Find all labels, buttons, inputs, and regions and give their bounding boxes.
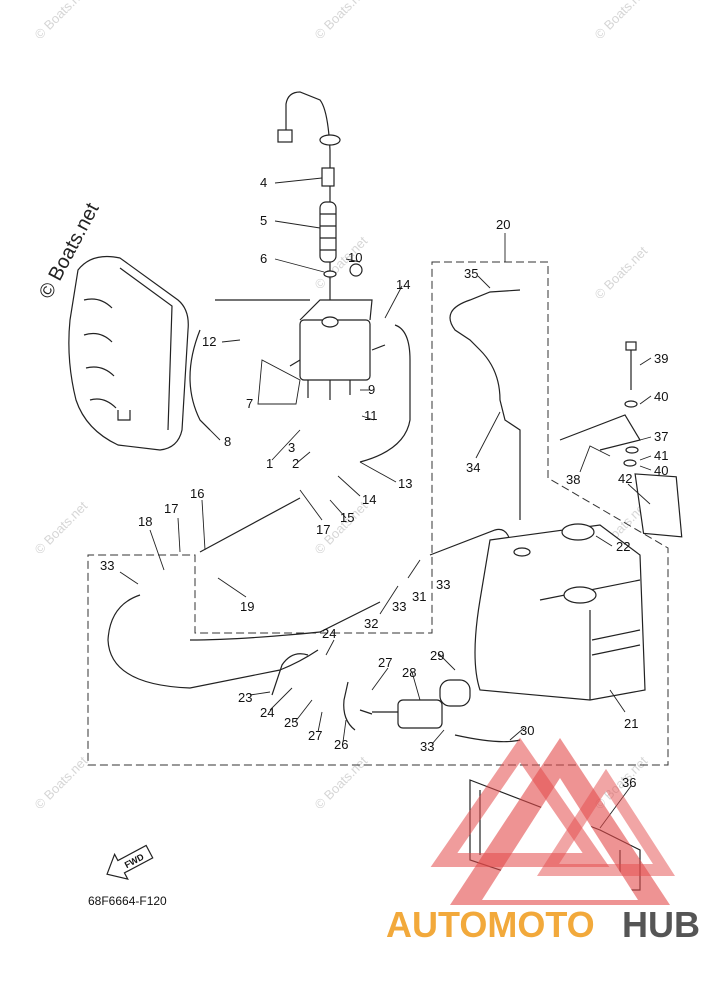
hose-26	[343, 681, 356, 731]
part-code: 68F6664-F120	[88, 894, 167, 908]
callout-10: 10	[348, 250, 362, 265]
wire-35	[449, 289, 521, 520]
callout-29: 29	[430, 648, 444, 663]
callout-41: 41	[654, 448, 668, 463]
callout-33d: 33	[420, 739, 434, 754]
callout-3: 3	[288, 440, 295, 455]
callout-5: 5	[260, 213, 267, 228]
callout-9: 9	[368, 382, 375, 397]
callout-24a: 24	[322, 626, 336, 641]
callouts: 4 5 6 10 14 12 7 8 9 11 3 1 2 13 14 15 1…	[100, 175, 668, 790]
callout-28: 28	[402, 665, 416, 680]
callout-33a: 33	[100, 558, 114, 573]
callout-37: 37	[654, 429, 668, 444]
callout-35: 35	[464, 266, 478, 281]
fuel-pump	[359, 679, 471, 729]
callout-22: 22	[616, 539, 630, 554]
callout-33b: 33	[436, 577, 450, 592]
watermark: © Boats.net	[312, 0, 371, 42]
callout-40b: 40	[654, 463, 668, 478]
watermark: © Boats.net	[32, 498, 91, 557]
leader-lines	[119, 177, 652, 829]
callout-13: 13	[398, 476, 412, 491]
watermark: © Boats.net	[592, 0, 651, 42]
callout-27b: 27	[308, 728, 322, 743]
callout-23: 23	[238, 690, 252, 705]
callout-14b: 14	[362, 492, 376, 507]
callout-17: 17	[164, 501, 178, 516]
callout-39: 39	[654, 351, 668, 366]
engine-cover	[68, 255, 189, 451]
callout-33c: 33	[392, 599, 406, 614]
hose-33	[107, 594, 319, 689]
callout-4: 4	[260, 175, 267, 190]
hose-8	[189, 299, 310, 431]
watermark: © Boats.net	[312, 753, 371, 812]
callout-21: 21	[624, 716, 638, 731]
callout-11: 11	[364, 408, 378, 423]
callout-6: 6	[260, 251, 267, 266]
brand-name-part2: HUB	[622, 904, 700, 945]
hose-16	[199, 497, 301, 553]
callout-15: 15	[340, 510, 354, 525]
vapor-separator	[289, 299, 386, 400]
brand-name-part1: AUTOMOTO	[386, 904, 595, 945]
callout-42: 42	[618, 471, 632, 486]
watermark: © Boats.net	[32, 0, 91, 42]
callout-17b: 17	[316, 522, 330, 537]
callout-8: 8	[224, 434, 231, 449]
callout-16: 16	[190, 486, 204, 501]
hose-13	[359, 324, 411, 463]
callout-40: 40	[654, 389, 668, 404]
hose-30	[454, 734, 521, 743]
callout-34: 34	[466, 460, 480, 475]
watermark: © Boats.net	[592, 243, 651, 302]
hose-32	[189, 601, 381, 641]
fuel-tank	[474, 523, 646, 701]
assembly-boundary	[87, 261, 669, 766]
callout-1: 1	[266, 456, 273, 471]
callout-27a: 27	[378, 655, 392, 670]
callout-14: 14	[396, 277, 410, 292]
callout-12: 12	[202, 334, 216, 349]
callout-25: 25	[284, 715, 298, 730]
callout-32: 32	[364, 616, 378, 631]
callout-30: 30	[520, 723, 534, 738]
callout-31: 31	[412, 589, 426, 604]
callout-19: 19	[240, 599, 254, 614]
callout-18: 18	[138, 514, 152, 529]
callout-24b: 24	[260, 705, 274, 720]
callout-38: 38	[566, 472, 580, 487]
sensor-wire	[277, 91, 363, 300]
fwd-arrow: FWD	[106, 844, 154, 880]
callout-7: 7	[246, 396, 253, 411]
bolt-assembly	[559, 341, 683, 538]
callout-36: 36	[622, 775, 636, 790]
callout-26: 26	[334, 737, 348, 752]
brand-logo: AUTOMOTO HUB	[386, 737, 700, 945]
callout-20: 20	[496, 217, 510, 232]
callout-2: 2	[292, 456, 299, 471]
watermark: © Boats.net	[32, 753, 91, 812]
hose-23	[271, 653, 309, 696]
